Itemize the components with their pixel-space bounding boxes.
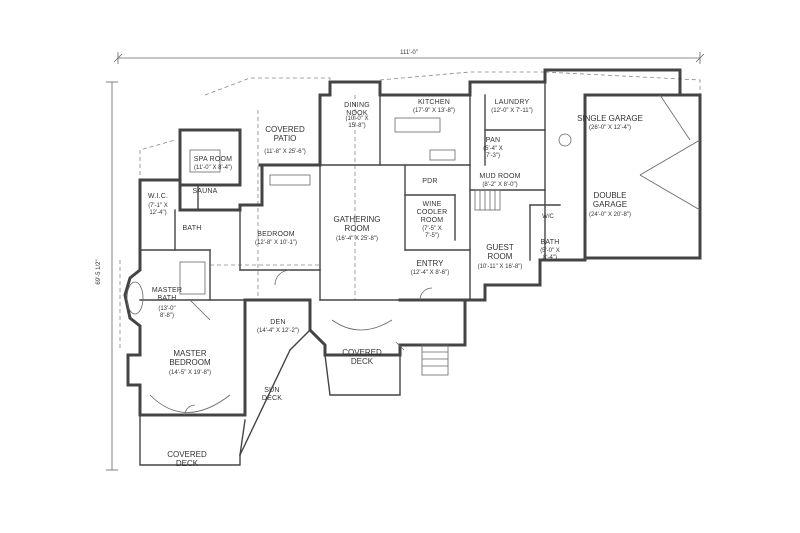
kitchen-name: KITCHEN	[418, 99, 450, 106]
master-bedroom-size: (14'-5" X 19'-8")	[169, 370, 211, 376]
double-garage-size: (24'-0" X 20'-8")	[589, 212, 631, 218]
fixtures	[126, 94, 701, 416]
wic-name: W.I.C.	[148, 193, 168, 200]
gathering-room-size: (16'-4" X 25'-8")	[336, 236, 378, 242]
depth-dimension: 69'-5 1/2"	[96, 81, 118, 471]
covered-patio-size: (11'-8" X 25'-6")	[264, 149, 305, 155]
bedroom-name: BEDROOM	[257, 231, 295, 238]
pan-name: PAN	[486, 137, 500, 144]
den-size: (14'-4" X 12'-2")	[257, 328, 299, 334]
mud-room-size: (8'-2" X 8'-0")	[482, 182, 517, 188]
decks	[139, 319, 449, 466]
spa-room-size: (11'-0" X 8'-4")	[194, 165, 232, 171]
entry-size: (12'-4" X 8'-6")	[411, 270, 450, 276]
entry-name: ENTRY	[417, 259, 445, 268]
laundry-size: (12'-0" X 7'-11")	[491, 108, 532, 114]
wic-bath-name: BATH	[183, 225, 202, 232]
width-dimension: 111'-0"	[113, 50, 705, 64]
exterior-walls	[123, 68, 702, 417]
pdr-name: PDR	[422, 178, 437, 185]
guest-bath-name: BATH	[541, 239, 560, 246]
bedroom-size: (12'-8" X 10'-1")	[255, 240, 297, 246]
width-dimension-label: 111'-0"	[400, 50, 418, 56]
guest-room-size: (10'-11" X 16'-8")	[478, 264, 523, 270]
single-garage-size: (26'-0" X 12'-4")	[589, 125, 631, 131]
interior-walls	[139, 81, 561, 301]
master-bath-size: (13'-0"8'-8")	[158, 306, 175, 319]
laundry-name: LAUNDRY	[495, 99, 530, 106]
den-name: DEN	[270, 319, 285, 326]
kitchen-size: (17'-9" X 13'-8")	[413, 108, 455, 114]
single-garage-name: SINGLE GARAGE	[577, 114, 643, 123]
sauna-name: SAUNA	[192, 188, 217, 195]
mud-room-name: MUD ROOM	[479, 173, 520, 180]
wc-name: W/C	[542, 214, 554, 220]
depth-dimension-label: 69'-5 1/2"	[96, 259, 102, 284]
spa-room-name: SPA ROOM	[194, 156, 232, 163]
